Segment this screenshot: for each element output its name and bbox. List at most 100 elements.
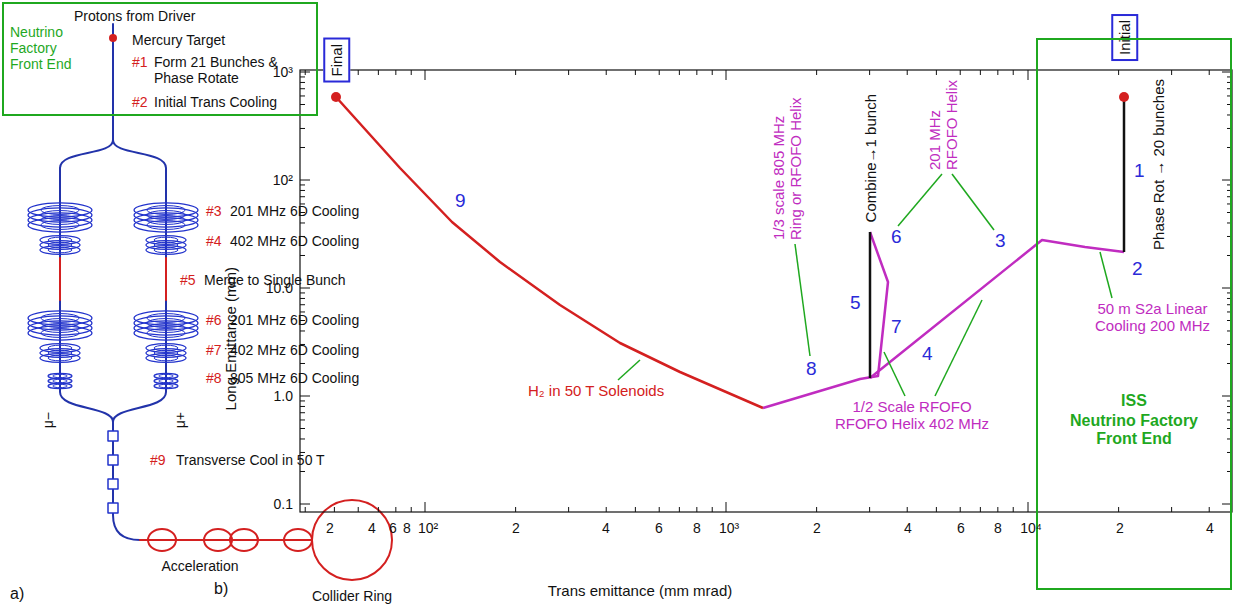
tick-mark [411, 70, 412, 75]
part-label: Acceleration [161, 558, 238, 574]
tick-mark [425, 502, 426, 512]
callout-number: 6 [891, 226, 902, 248]
tick-mark [568, 507, 569, 512]
leader-line [1100, 252, 1112, 298]
tick-mark [334, 507, 335, 512]
coil-winding [147, 221, 185, 230]
tick-label: 8 [994, 520, 1002, 536]
leader-line [898, 174, 942, 226]
tick-mark [869, 70, 870, 75]
tick-mark [300, 76, 305, 77]
coil-winding [159, 384, 173, 387]
tick-mark [300, 428, 305, 429]
tick-label: 2 [512, 520, 520, 536]
tick-mark [980, 70, 981, 75]
coil-winding [146, 246, 186, 255]
tick-mark [816, 70, 817, 75]
tick-label: 4 [904, 520, 912, 536]
tick-mark [300, 412, 305, 413]
tick-mark [305, 507, 306, 512]
tick-mark [1028, 502, 1029, 512]
tick-mark [300, 292, 305, 293]
cooling-curve [763, 232, 888, 408]
front-end-box: Protons from DriverNeutrino Factory Fron… [2, 2, 318, 116]
source-label: Protons from Driver [74, 8, 195, 24]
coil-winding [147, 324, 185, 333]
coil-winding [159, 374, 173, 377]
tick-mark [869, 507, 870, 512]
target-label: Mercury Target [132, 32, 225, 48]
tick-label: 10⁴ [1020, 520, 1042, 536]
tick-mark [300, 82, 305, 83]
stage-label: 805 MHz 6D Cooling [230, 370, 359, 386]
tick-mark [907, 507, 908, 512]
tick-mark [378, 507, 379, 512]
tick-mark [635, 507, 636, 512]
tick-mark [712, 507, 713, 512]
solenoid-square [108, 503, 118, 513]
tick-mark [1209, 70, 1210, 75]
stage-number: #8 [206, 370, 222, 386]
callout-number: 4 [922, 343, 933, 365]
coil-winding [48, 355, 72, 361]
tick-mark [960, 70, 961, 75]
beam-line [60, 140, 113, 422]
tick-mark [679, 507, 680, 512]
coil-winding [134, 326, 198, 340]
coil-winding [146, 354, 186, 363]
start-dot [1119, 92, 1129, 102]
tick-label: 1.0 [274, 388, 293, 404]
stage-number: #3 [206, 203, 222, 219]
stage-number: #9 [150, 452, 166, 468]
leader-line [795, 244, 810, 356]
stage-label: 201 MHz 6D Cooling [230, 203, 359, 219]
solenoid-square [108, 455, 118, 465]
callout-number: 5 [850, 292, 861, 314]
tick-label: 10³ [273, 64, 293, 80]
linac-loop [204, 529, 232, 551]
linac-loop [284, 529, 312, 551]
tick-mark [515, 507, 516, 512]
merge-line [60, 258, 166, 300]
marker-box: Final [323, 38, 350, 83]
coil-winding [41, 324, 79, 333]
tick-mark [907, 70, 908, 75]
tick-mark [300, 184, 305, 185]
tick-label: 10² [418, 520, 438, 536]
tick-mark [300, 222, 305, 223]
coil-winding [40, 246, 80, 255]
coil-winding [48, 247, 72, 253]
tick-mark [606, 507, 607, 512]
axis-ticks [300, 70, 1232, 512]
callout-number: 9 [455, 190, 466, 212]
annotation: Phase Rot → 20 bunches [1150, 79, 1167, 250]
tick-mark [300, 304, 305, 305]
end-dot [331, 92, 341, 102]
tick-mark [712, 70, 713, 75]
tick-mark [425, 70, 426, 80]
tick-mark [936, 70, 937, 75]
tick-mark [300, 406, 305, 407]
tick-mark [300, 95, 305, 96]
tick-label: 2 [813, 520, 821, 536]
cooling-curve [870, 240, 1124, 378]
tick-mark [726, 502, 727, 512]
tick-mark [1118, 70, 1119, 75]
tick-mark [515, 70, 516, 75]
tick-mark [300, 298, 305, 299]
annotation: Combine→1 bunch [862, 94, 879, 222]
tick-mark [568, 70, 569, 75]
callout-number: 8 [806, 358, 817, 380]
tick-mark [300, 396, 310, 397]
muon-sign: μ+ [172, 412, 188, 428]
tick-label: 6 [655, 520, 663, 536]
tick-label: 2 [326, 520, 334, 536]
tick-mark [300, 196, 305, 197]
tick-mark [300, 104, 305, 105]
panel-letter: b) [214, 580, 228, 598]
tick-mark [816, 507, 817, 512]
stage-number: #1 [132, 54, 148, 70]
tick-label: 8 [403, 520, 411, 536]
tick-mark [606, 70, 607, 75]
tick-mark [997, 70, 998, 75]
